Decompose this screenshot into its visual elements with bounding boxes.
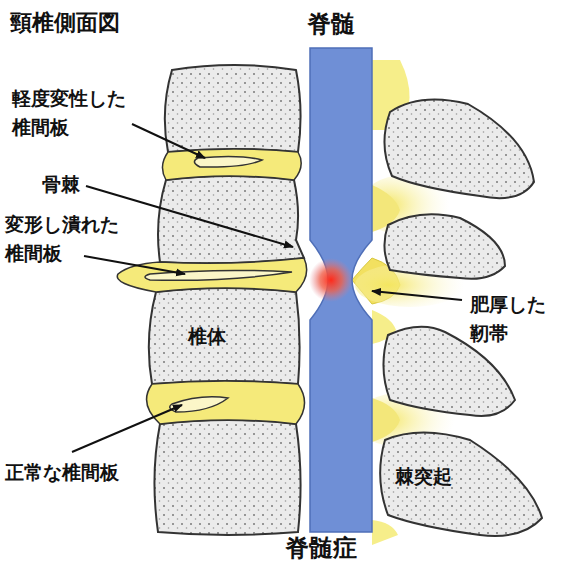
- anatomy-label: 変形し潰れた 椎間板: [5, 210, 119, 267]
- spinous-processes: [380, 100, 542, 536]
- anatomy-label: 軽度変性した 椎間板: [12, 84, 126, 141]
- vertebral-bodies: [149, 65, 304, 535]
- anatomy-label: 脊髄症: [285, 530, 357, 566]
- anatomy-label: 正常な椎間板: [5, 458, 119, 487]
- anatomy-label: 棘突起: [395, 462, 452, 491]
- intervertebral-discs: [117, 149, 306, 424]
- anatomy-label: 椎体: [188, 322, 226, 351]
- spinal-cord: [309, 48, 372, 532]
- anatomy-label: 肥厚した 靭帯: [470, 290, 546, 347]
- leader-arrows: [72, 124, 462, 452]
- anatomy-label: 脊髄: [307, 6, 355, 42]
- diagram-title: 頸椎側面図: [10, 6, 120, 39]
- anatomy-label: 骨棘: [42, 170, 80, 199]
